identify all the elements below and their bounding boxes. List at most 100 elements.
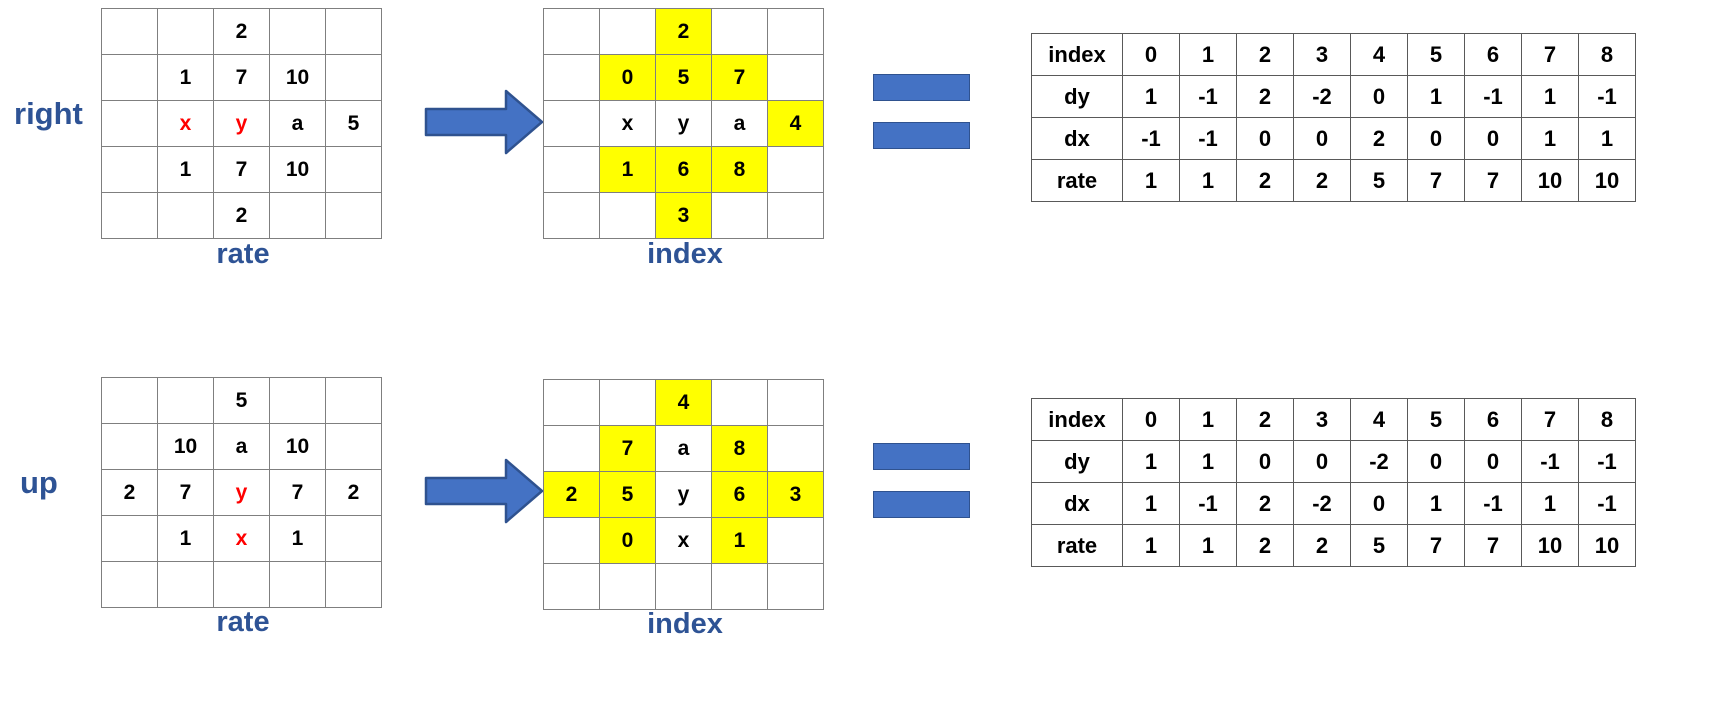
table-cell: 0 <box>1293 117 1351 160</box>
table-cell: -1 <box>1464 482 1522 525</box>
grid-row <box>543 563 824 610</box>
grid-cell-empty <box>767 425 824 472</box>
grid-cell-1: 1 <box>157 54 214 101</box>
grid-cell-empty <box>599 563 656 610</box>
grid-cell-empty <box>711 8 768 55</box>
grid-cell-x: x <box>213 515 270 562</box>
grid-cell-5: 5 <box>655 54 712 101</box>
grid-row: 2 <box>101 192 382 239</box>
grid-cell-empty <box>767 8 824 55</box>
table-cell: 2 <box>1236 33 1294 76</box>
grid-cell-0: 0 <box>599 54 656 101</box>
grid-cell-empty <box>101 146 158 193</box>
table-cell: -1 <box>1179 482 1237 525</box>
table-cell: 1 <box>1179 33 1237 76</box>
table-cell: 2 <box>1236 524 1294 567</box>
table-cell: 7 <box>1521 398 1579 441</box>
grid-cell-empty <box>655 563 712 610</box>
table-cell: 0 <box>1464 440 1522 483</box>
right-arrow-svg <box>424 89 544 155</box>
grid-cell-empty <box>101 54 158 101</box>
grid-cell-empty <box>101 192 158 239</box>
table-cell: 7 <box>1464 524 1522 567</box>
grid-cell-empty <box>101 515 158 562</box>
table-cell: -1 <box>1179 75 1237 118</box>
grid-cell-6: 6 <box>711 471 768 518</box>
grid-cell-empty <box>157 192 214 239</box>
grid-cell-10: 10 <box>269 423 326 470</box>
grid-cell-1: 1 <box>157 146 214 193</box>
table-cell: -2 <box>1293 75 1351 118</box>
table-cell: 1 <box>1407 75 1465 118</box>
grid-cell-empty <box>767 379 824 426</box>
equals-bar-bottom <box>873 122 970 149</box>
grid-cell-empty <box>325 146 382 193</box>
table-cell: -1 <box>1122 117 1180 160</box>
grid-cell-empty <box>543 100 600 147</box>
grid-cell-1: 1 <box>269 515 326 562</box>
table-cell: 10 <box>1578 524 1636 567</box>
grid-cell-empty <box>269 192 326 239</box>
equals-bar-top <box>873 443 970 470</box>
grid-cell-5: 5 <box>213 377 270 424</box>
grid-cell-empty <box>101 100 158 147</box>
table-cell: 5 <box>1350 524 1408 567</box>
table-cell: -1 <box>1464 75 1522 118</box>
table-row-header-dy: dy <box>1031 440 1123 483</box>
direction-label-right: right <box>14 96 83 131</box>
table-cell: 4 <box>1350 398 1408 441</box>
right-arrow-icon <box>424 87 544 162</box>
grid-row: 2 <box>543 8 824 55</box>
grid-cell-empty <box>767 192 824 239</box>
grid-cell-10: 10 <box>269 146 326 193</box>
index-grid-caption-right: index <box>647 238 723 270</box>
grid-cell-10: 10 <box>157 423 214 470</box>
grid-cell-5: 5 <box>599 471 656 518</box>
grid-cell-4: 4 <box>655 379 712 426</box>
right-arrow-icon <box>424 456 544 531</box>
grid-cell-empty <box>543 146 600 193</box>
grid-cell-empty <box>543 54 600 101</box>
grid-cell-4: 4 <box>767 100 824 147</box>
table-cell: 2 <box>1236 159 1294 202</box>
table-cell: 7 <box>1407 159 1465 202</box>
grid-cell-empty <box>543 517 600 564</box>
table-cell: 10 <box>1521 159 1579 202</box>
table-cell: 8 <box>1578 33 1636 76</box>
table-cell: 1 <box>1179 440 1237 483</box>
grid-cell-empty <box>101 8 158 55</box>
table-cell: 1 <box>1179 524 1237 567</box>
table-cell: 2 <box>1293 159 1351 202</box>
table-cell: 0 <box>1464 117 1522 160</box>
grid-cell-empty <box>767 54 824 101</box>
grid-cell-empty <box>325 54 382 101</box>
grid-cell-empty <box>325 8 382 55</box>
grid-cell-1: 1 <box>157 515 214 562</box>
table-cell: 10 <box>1521 524 1579 567</box>
grid-cell-empty <box>325 423 382 470</box>
grid-cell-empty <box>101 377 158 424</box>
grid-cell-7: 7 <box>599 425 656 472</box>
table-cell: 1 <box>1122 75 1180 118</box>
table-cell: -1 <box>1578 482 1636 525</box>
grid-cell-empty <box>767 517 824 564</box>
grid-cell-a: a <box>213 423 270 470</box>
table-row-header-dy: dy <box>1031 75 1123 118</box>
